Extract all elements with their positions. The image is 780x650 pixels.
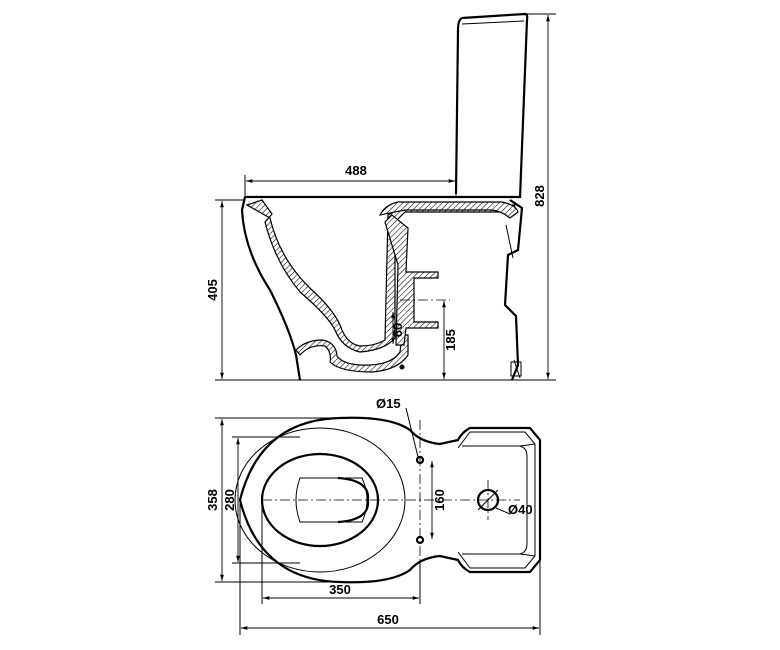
dim-d15-label: Ø15 (376, 396, 401, 411)
outlet-marker (399, 364, 405, 370)
bowl-outer-body (240, 196, 302, 381)
side-view: 488 405 828 185 60 (205, 12, 556, 381)
outlet-channel (384, 214, 439, 346)
dim-358-label: 358 (205, 489, 220, 511)
dim-350-label: 350 (329, 582, 351, 597)
dim-650-label: 650 (377, 612, 399, 627)
dim-405-label: 405 (205, 279, 220, 301)
dim-d15-leader (405, 407, 419, 458)
dim-160-label: 160 (432, 489, 447, 511)
dim-828-label: 828 (532, 185, 547, 207)
tank-inner (462, 445, 528, 555)
tank-corner-bl (457, 551, 471, 569)
dim-280-label: 280 (222, 489, 237, 511)
dim-185-label: 185 (443, 329, 458, 351)
pedestal-detail-2 (513, 359, 521, 379)
rim-section (378, 201, 519, 219)
tank-corner-tl (457, 431, 471, 449)
dim-60-label: 60 (390, 323, 405, 337)
pedestal-detail (505, 224, 514, 259)
tank-outline (454, 12, 529, 199)
drain-outline (337, 476, 370, 524)
tank-top (470, 431, 536, 569)
pedestal-back (503, 199, 524, 381)
dim-d40-leader (495, 507, 511, 515)
tank-corner-br (519, 553, 536, 557)
top-outer-contour (238, 416, 542, 584)
dim-488-label: 488 (345, 163, 367, 178)
tank-lid-line (461, 20, 525, 25)
dim-d40-label: Ø40 (508, 502, 533, 517)
back-foot (510, 361, 522, 377)
tank-corner-tr (519, 443, 536, 447)
bowl-rim (234, 427, 406, 573)
top-view: 358 280 160 Ø15 Ø40 350 650 (205, 396, 542, 635)
